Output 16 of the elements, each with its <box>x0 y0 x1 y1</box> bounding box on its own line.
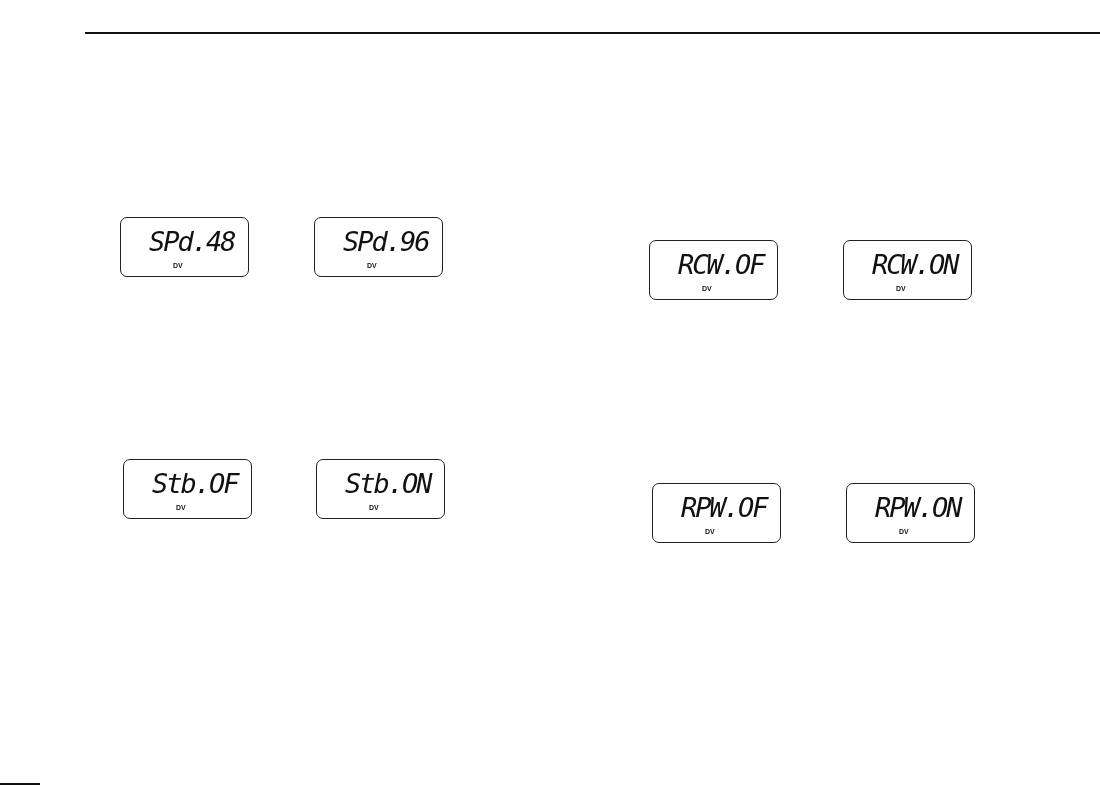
display-readout: SPd.96 <box>343 226 429 258</box>
display-readout: RCW.OF <box>678 249 764 281</box>
lcd-display <box>123 459 252 519</box>
lcd-display <box>846 483 975 543</box>
lcd-display <box>314 217 443 277</box>
display-readout: RCW.ON <box>872 249 958 281</box>
display-readout: Stb.OF <box>152 468 238 500</box>
display-readout: RPW.ON <box>875 492 961 524</box>
lcd-display <box>843 240 972 300</box>
lcd-display <box>316 459 445 519</box>
lcd-display <box>120 217 249 277</box>
display-readout: Stb.ON <box>345 468 431 500</box>
lcd-display <box>649 240 778 300</box>
display-readout: RPW.OF <box>681 492 767 524</box>
lcd-display <box>652 483 781 543</box>
display-readout: SPd.48 <box>149 226 235 258</box>
